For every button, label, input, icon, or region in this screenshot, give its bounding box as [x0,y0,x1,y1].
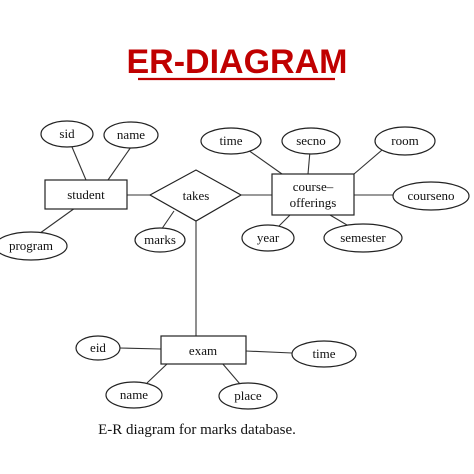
edge-exam-name [146,362,169,384]
attribute-year: year [241,224,295,252]
attribute-place-label: place [234,388,262,403]
attribute-secno: secno [281,127,341,155]
attribute-room-ellipse [374,126,436,156]
attribute-place-ellipse [218,382,278,410]
attribute-year-label: year [257,230,280,245]
attribute-student-name-label: name [117,127,145,142]
entity-course-offerings-label-line1: course– [293,179,334,194]
attribute-exam-name: name [105,381,163,409]
attribute-exam-time: time [291,340,357,368]
relationship-takes-diamond [148,169,243,222]
diagram-caption: E-R diagram for marks database. [98,422,296,438]
attribute-semester: semester [323,223,403,253]
edge-takes-marks [160,210,175,231]
attribute-year-ellipse [241,224,295,252]
edge-exam-eid [118,347,162,350]
entity-exam-label: exam [189,343,217,358]
attribute-time-ellipse [200,127,262,155]
entity-course-offerings-box [271,173,355,216]
attribute-eid-label: eid [90,340,106,355]
diagram-title: ER-DIAGRAM [127,43,348,81]
attribute-secno-ellipse [281,127,341,155]
attribute-program: program [0,231,68,261]
attribute-courseno: courseno [392,181,470,211]
edge-co-room [353,149,383,175]
edge-student-sid [71,146,87,181]
entity-student-box [44,179,128,210]
attribute-student-name-ellipse [103,121,159,149]
attribute-sid-label: sid [59,126,75,141]
attribute-semester-label: semester [340,230,386,245]
entity-student-label: student [67,187,105,202]
entity-course-offerings: course– offerings [271,173,355,216]
entity-exam: exam [160,335,247,365]
attribute-exam-name-label: name [120,387,148,402]
attribute-place: place [218,382,278,410]
attribute-semester-ellipse [323,223,403,253]
attribute-program-label: program [9,238,53,253]
attribute-courseno-ellipse [392,181,470,211]
attribute-time-label: time [219,133,242,148]
attribute-sid: sid [40,120,94,148]
attribute-exam-name-ellipse [105,381,163,409]
attribute-courseno-label: courseno [408,188,455,203]
attribute-eid-ellipse [75,335,121,361]
edge-co-secno [307,150,311,175]
attribute-exam-time-label: time [312,346,335,361]
entity-student: student [44,179,128,210]
attribute-secno-label: secno [296,133,326,148]
edge-student-program [35,207,76,237]
attribute-program-ellipse [0,231,68,261]
edge-co-time [247,149,283,175]
edge-student-name [107,146,132,181]
attribute-marks-ellipse [134,227,186,253]
attribute-exam-time-ellipse [291,340,357,368]
relationship-takes-label: takes [183,188,210,203]
entity-exam-box [160,335,247,365]
attribute-student-name: name [103,121,159,149]
attribute-time: time [200,127,262,155]
attribute-marks-label: marks [144,232,176,247]
entity-course-offerings-label-line2: offerings [290,195,337,210]
relationship-takes: takes [148,169,243,222]
attribute-room: room [374,126,436,156]
attribute-room-label: room [391,133,418,148]
attribute-sid-ellipse [40,120,94,148]
attribute-marks: marks [134,227,186,253]
attribute-eid: eid [75,335,121,361]
edge-exam-place [221,362,241,385]
edge-exam-time [245,350,293,354]
